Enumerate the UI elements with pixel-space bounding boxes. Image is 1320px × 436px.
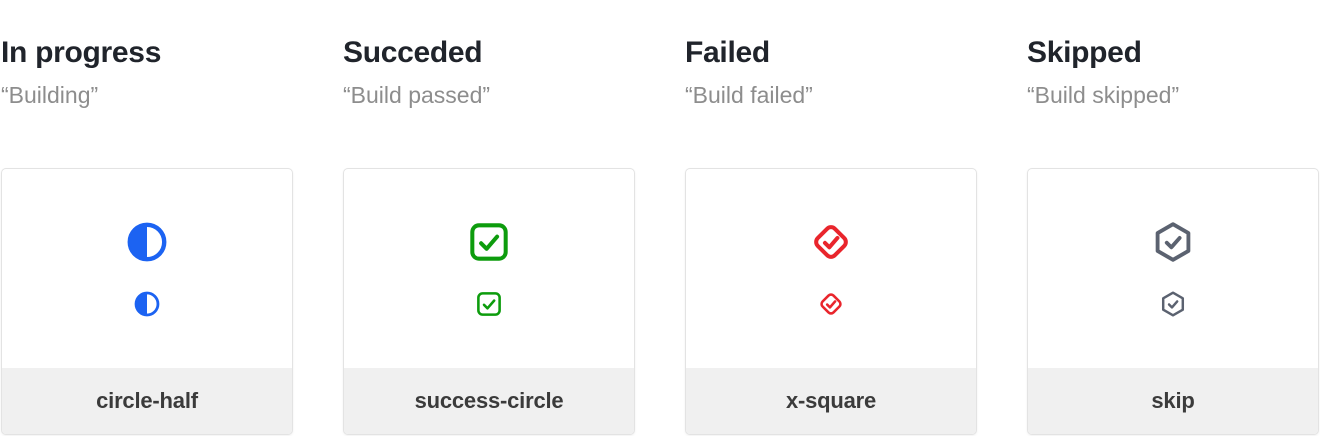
state-heading: Skipped	[1027, 36, 1142, 69]
circle-half-icon	[133, 290, 161, 318]
card-body	[2, 169, 292, 368]
icon-name-label: circle-half	[96, 388, 198, 413]
check-hexagon-icon	[1159, 290, 1187, 318]
check-hexagon-icon	[1151, 220, 1195, 264]
card-footer: x-square	[686, 368, 976, 434]
check-diamond-icon	[817, 290, 845, 318]
icon-name-label: skip	[1151, 388, 1195, 413]
state-subtitle: “Build skipped”	[1027, 82, 1180, 108]
icon-card: circle-half	[1, 168, 293, 435]
column-header: Succeded “Build passed”	[343, 0, 635, 168]
state-subtitle: “Build passed”	[343, 82, 491, 108]
column-header: Skipped “Build skipped”	[1027, 0, 1319, 168]
column-skipped: Skipped “Build skipped”	[1027, 0, 1319, 436]
check-square-icon	[467, 220, 511, 264]
icon-card: x-square	[685, 168, 977, 435]
icon-card: skip	[1027, 168, 1319, 435]
state-subtitle: “Build failed”	[685, 82, 813, 108]
state-subtitle: “Building”	[1, 82, 99, 108]
column-succeded: Succeded “Build passed”	[343, 0, 635, 436]
column-header: Failed “Build failed”	[685, 0, 977, 168]
check-diamond-icon	[809, 220, 853, 264]
icon-name-label: x-square	[785, 388, 877, 413]
check-square-icon	[475, 290, 503, 318]
column-in-progress: In progress “Building”	[1, 0, 293, 436]
card-body	[686, 169, 976, 368]
card-footer: circle-half	[2, 368, 292, 434]
column-header: In progress “Building”	[1, 0, 293, 168]
column-failed: Failed “Build failed” x	[685, 0, 977, 436]
card-footer: success-circle	[344, 368, 634, 434]
card-footer: skip	[1028, 368, 1318, 434]
circle-half-icon	[125, 220, 169, 264]
state-heading: In progress	[1, 36, 162, 69]
state-heading: Failed	[685, 36, 770, 69]
card-body	[1028, 169, 1318, 368]
card-body	[344, 169, 634, 368]
state-heading: Succeded	[343, 36, 483, 69]
icon-name-label: success-circle	[414, 388, 564, 413]
icon-card: success-circle	[343, 168, 635, 435]
